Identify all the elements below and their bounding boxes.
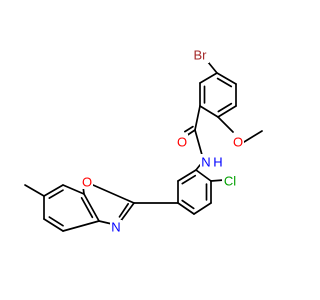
methoxy-oxygen-label: O bbox=[233, 135, 243, 150]
bond bbox=[181, 199, 195, 210]
bonds-layer bbox=[24, 61, 263, 232]
bond bbox=[195, 169, 212, 182]
bond bbox=[92, 184, 135, 204]
nh-bg bbox=[200, 154, 224, 168]
bond bbox=[193, 202, 212, 215]
bond bbox=[24, 184, 45, 197]
bond bbox=[177, 169, 197, 182]
bond bbox=[210, 179, 225, 182]
bond bbox=[199, 105, 219, 118]
oxazole-oxygen-label: O bbox=[82, 175, 92, 190]
bond bbox=[43, 184, 64, 197]
bond bbox=[62, 220, 100, 232]
amide-hydrogen-label: H bbox=[213, 155, 222, 170]
cl-bg bbox=[222, 173, 238, 187]
bond bbox=[216, 72, 237, 85]
structure-svg: Br O O N H Cl O N bbox=[24, 45, 263, 235]
bond bbox=[43, 218, 64, 232]
molecule-diagram: Br O O N H Cl O N bbox=[24, 45, 263, 235]
carbonyl-oxygen-label: O bbox=[177, 135, 187, 150]
bond bbox=[217, 116, 234, 133]
atom-labels-layer: Br O O N H Cl O N bbox=[81, 45, 244, 235]
oxazole-o-bg bbox=[81, 175, 93, 189]
bond bbox=[80, 197, 94, 219]
bromine-label: Br bbox=[194, 48, 208, 63]
chlorine-label: Cl bbox=[224, 174, 236, 189]
carbonyl-o-bg bbox=[176, 134, 188, 148]
bond bbox=[217, 105, 237, 118]
bond bbox=[194, 129, 203, 156]
bond bbox=[181, 174, 197, 185]
bond bbox=[83, 193, 100, 222]
bond bbox=[62, 184, 85, 195]
bond bbox=[217, 102, 233, 113]
bond bbox=[216, 77, 233, 88]
br-label-bg bbox=[191, 45, 209, 63]
bond bbox=[48, 189, 64, 199]
bond bbox=[177, 202, 195, 215]
oxazole-nitrogen-label: N bbox=[111, 220, 120, 235]
bond bbox=[184, 125, 194, 133]
bond bbox=[195, 164, 201, 171]
bond bbox=[48, 216, 64, 227]
bond bbox=[194, 105, 201, 131]
bond bbox=[98, 220, 113, 225]
methoxy-o-bg bbox=[232, 134, 244, 148]
bond bbox=[243, 130, 263, 143]
bond bbox=[118, 202, 129, 218]
bond bbox=[207, 61, 218, 74]
bond bbox=[199, 72, 218, 84]
bond bbox=[119, 202, 135, 223]
amide-nitrogen-label: N bbox=[201, 155, 210, 170]
oxazole-n-bg bbox=[110, 220, 122, 234]
